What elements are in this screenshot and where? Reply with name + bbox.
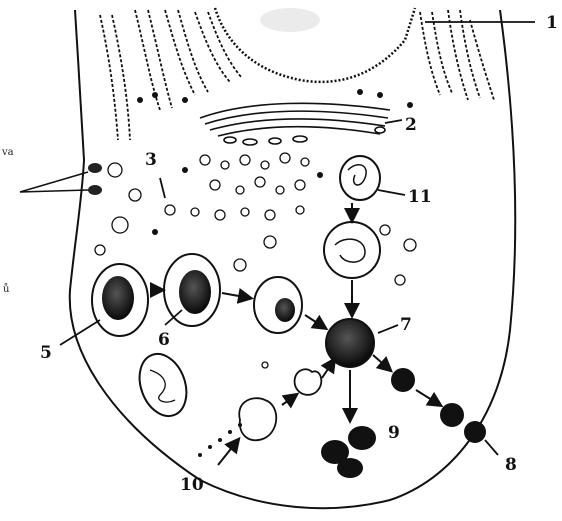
exocytosis-vesicles (239, 369, 321, 440)
label-10: 10 (180, 475, 204, 495)
phagosome-5 (92, 264, 148, 336)
nucleus (215, 8, 415, 82)
label-9: 9 (388, 423, 400, 443)
residual-body-8 (464, 421, 486, 443)
label-2: 2 (405, 115, 417, 135)
mitochondrion-11 (340, 156, 380, 200)
residual-body-a (391, 368, 415, 392)
lipofuscin-granules-9 (321, 426, 376, 478)
label-7: 7 (400, 315, 412, 335)
autophagosome (324, 222, 380, 278)
label-1: 1 (546, 13, 558, 33)
label-8: 8 (505, 455, 517, 475)
residual-vacuole (254, 277, 302, 333)
lysosome-6 (164, 254, 220, 326)
membrane-protrusions (88, 163, 102, 195)
label-3: 3 (145, 150, 157, 170)
mitochondrion (131, 347, 194, 422)
edge-text-top: va (1, 147, 14, 158)
residual-body-b (440, 403, 464, 427)
golgi-apparatus (200, 103, 390, 145)
edge-text-middle: ů (3, 283, 10, 295)
label-11: 11 (408, 187, 432, 207)
side-pointer-lines (20, 172, 88, 192)
label-6: 6 (158, 330, 170, 350)
cell-membrane (70, 10, 515, 508)
label-5: 5 (40, 343, 52, 363)
